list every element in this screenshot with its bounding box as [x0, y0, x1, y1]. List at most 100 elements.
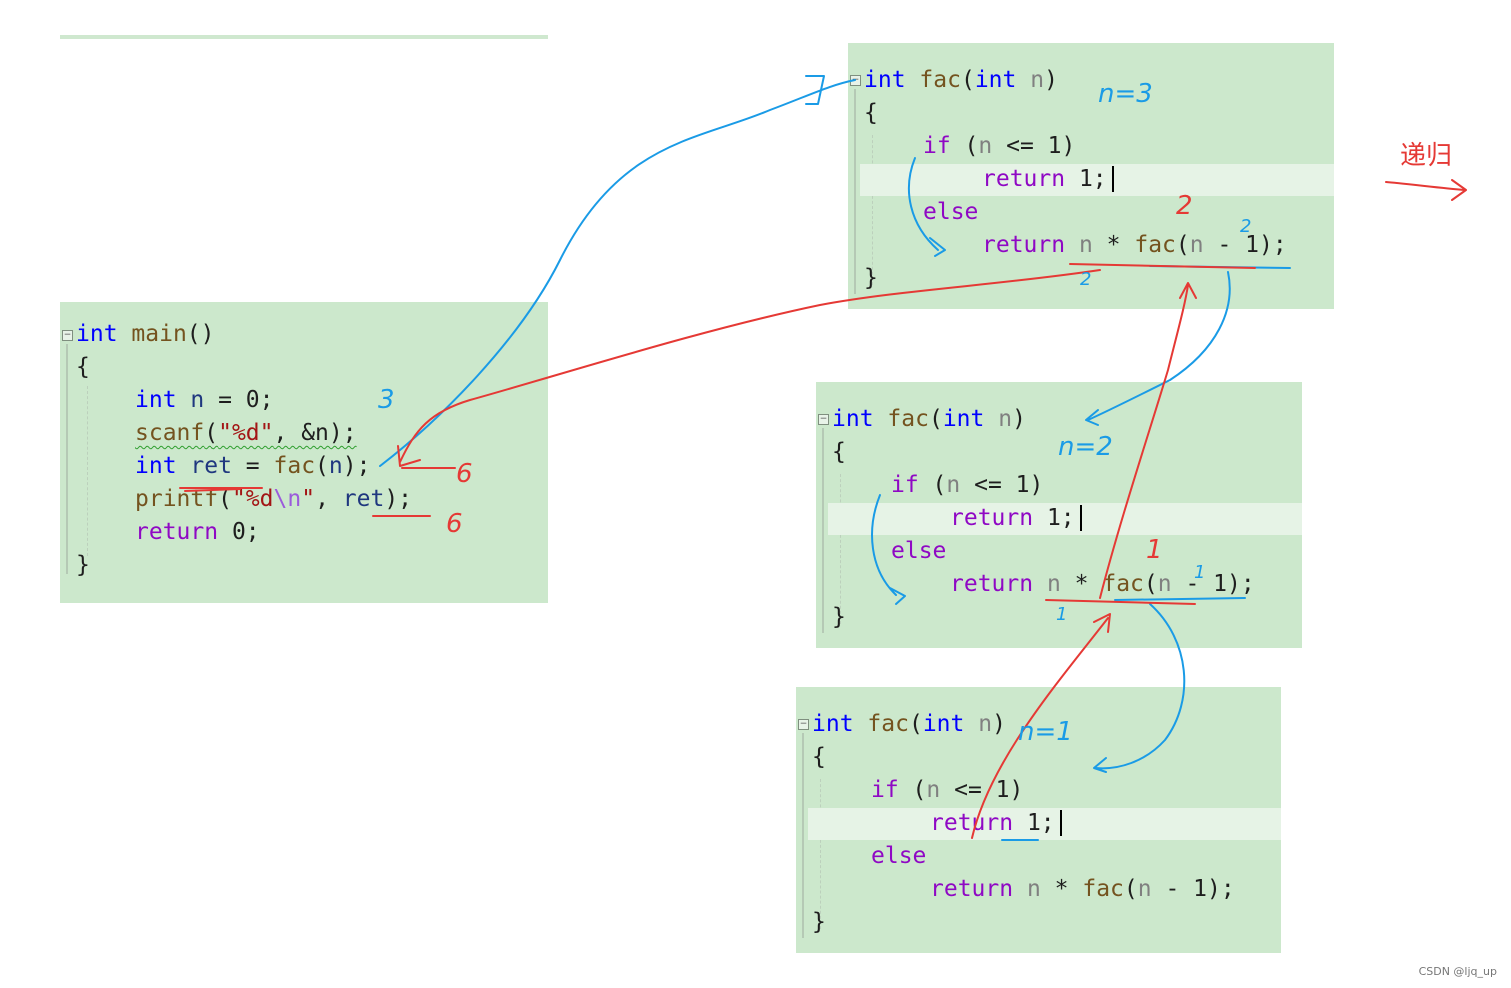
fac-call: fac [1134, 232, 1176, 258]
code-line-return: return 0; [135, 516, 260, 549]
paren: ( [928, 406, 943, 432]
close-brace: } [76, 552, 90, 578]
recursion-arrow [1385, 179, 1467, 201]
code-line-printf: printf("%d\n", ret); [135, 483, 412, 516]
param-n: n [1046, 571, 1061, 597]
code-line-if: if (n <= 1) [923, 130, 1075, 163]
open-brace: { [864, 100, 878, 126]
fac-panel-1: − int fac(int n) { if (n <= 1) return 1;… [848, 43, 1334, 309]
variable-n: n [190, 387, 205, 413]
param-type: int [942, 406, 985, 432]
scope-guide-line [66, 344, 68, 574]
text-cursor [1080, 505, 1082, 531]
indent-guide [840, 474, 841, 624]
multiply-op: * [1040, 876, 1083, 902]
keyword-int: int [832, 406, 874, 432]
paren: ) [992, 711, 1006, 737]
type-keyword: int [135, 453, 177, 479]
open-brace: { [812, 744, 826, 770]
else-keyword: else [923, 199, 979, 225]
function-name: fac [919, 67, 961, 93]
param-n: n [1078, 232, 1093, 258]
param-n: n [1189, 232, 1204, 258]
comma: , [315, 486, 343, 512]
code-line-signature: int main() [76, 318, 215, 351]
param-type: int [974, 67, 1017, 93]
code-line-open-brace: { [812, 741, 826, 774]
format-string: "%d" [218, 420, 274, 446]
fac-call: fac [1102, 571, 1144, 597]
printf-call: printf [135, 486, 219, 512]
call-rest: - 1); [1203, 232, 1287, 258]
signature-parens: () [186, 321, 215, 347]
param-n: n [1030, 67, 1045, 93]
indent-guide [872, 135, 873, 285]
keyword-int: int [812, 711, 854, 737]
code-line-signature: int fac(int n) [832, 403, 1026, 436]
printf-rest: ); [384, 486, 413, 512]
code-line-signature: int fac(int n) [812, 708, 1006, 741]
close-brace: } [812, 909, 826, 935]
code-line-return-recursive: return n * fac(n - 1); [982, 229, 1287, 262]
scanf-args: , &n); [273, 420, 357, 446]
multiply-op: * [1060, 571, 1103, 597]
paren: ( [898, 777, 927, 803]
paren: ( [1123, 876, 1138, 902]
condition-rest: <= 1) [940, 777, 1024, 803]
code-line-return-one: return 1; [950, 502, 1075, 535]
paren: ( [1143, 571, 1158, 597]
return-value: 1; [1013, 810, 1055, 836]
paren: ( [1175, 232, 1190, 258]
code-line-call-fac: int ret = fac(n); [135, 450, 370, 483]
text-cursor [1060, 810, 1062, 836]
code-line-signature: int fac(int n) [864, 64, 1058, 97]
code-line-else: else [923, 196, 978, 229]
code-line-return-recursive: return n * fac(n - 1); [930, 873, 1235, 906]
recursion-label: 递归 [1400, 141, 1453, 171]
collapse-toggle-icon[interactable]: − [62, 330, 73, 341]
variable-ret: ret [342, 486, 385, 512]
code-line-return-one: return 1; [982, 163, 1107, 196]
condition-rest: <= 1) [992, 133, 1076, 159]
call-rest: ); [342, 453, 371, 479]
format-string-end: " [301, 486, 316, 512]
current-line-highlight [828, 503, 1302, 535]
call-rest: - 1); [1171, 571, 1255, 597]
fac-panel-2: − int fac(int n) { if (n <= 1) return 1;… [816, 382, 1302, 648]
else-keyword: else [871, 843, 927, 869]
open-brace: { [76, 354, 90, 380]
code-line-return-recursive: return n * fac(n - 1); [950, 568, 1255, 601]
paren: ( [204, 420, 219, 446]
bracket-mark [805, 75, 825, 105]
condition-rest: <= 1) [960, 472, 1044, 498]
call-rest: - 1); [1151, 876, 1235, 902]
code-line-return-one: return 1; [930, 807, 1055, 840]
code-line-scanf: scanf("%d", &n); [135, 417, 357, 450]
code-line-close-brace: } [832, 601, 846, 634]
assignment-rest: = 0; [204, 387, 274, 413]
if-keyword: if [891, 472, 919, 498]
paren: ) [1044, 67, 1058, 93]
collapse-toggle-icon[interactable]: − [850, 75, 861, 86]
watermark: CSDN @ljq_up [1418, 965, 1497, 978]
param-n: n [926, 777, 941, 803]
if-keyword: if [871, 777, 899, 803]
code-line-close-brace: } [76, 549, 90, 582]
keyword-int: int [76, 321, 118, 347]
return-keyword: return [950, 505, 1034, 531]
escape-sequence: \n [273, 486, 302, 512]
code-line-open-brace: { [76, 351, 90, 384]
return-value: 0; [218, 519, 260, 545]
code-line-declare-n: int n = 0; [135, 384, 274, 417]
type-keyword: int [135, 387, 177, 413]
paren: ( [918, 472, 947, 498]
collapse-toggle-icon[interactable]: − [798, 719, 809, 730]
collapse-toggle-icon[interactable]: − [818, 414, 829, 425]
paren: ( [908, 711, 923, 737]
param-n: n [1137, 876, 1152, 902]
code-line-else: else [891, 535, 946, 568]
scope-guide-line [854, 89, 856, 294]
code-line-else: else [871, 840, 926, 873]
param-n: n [946, 472, 961, 498]
paren: ( [960, 67, 975, 93]
